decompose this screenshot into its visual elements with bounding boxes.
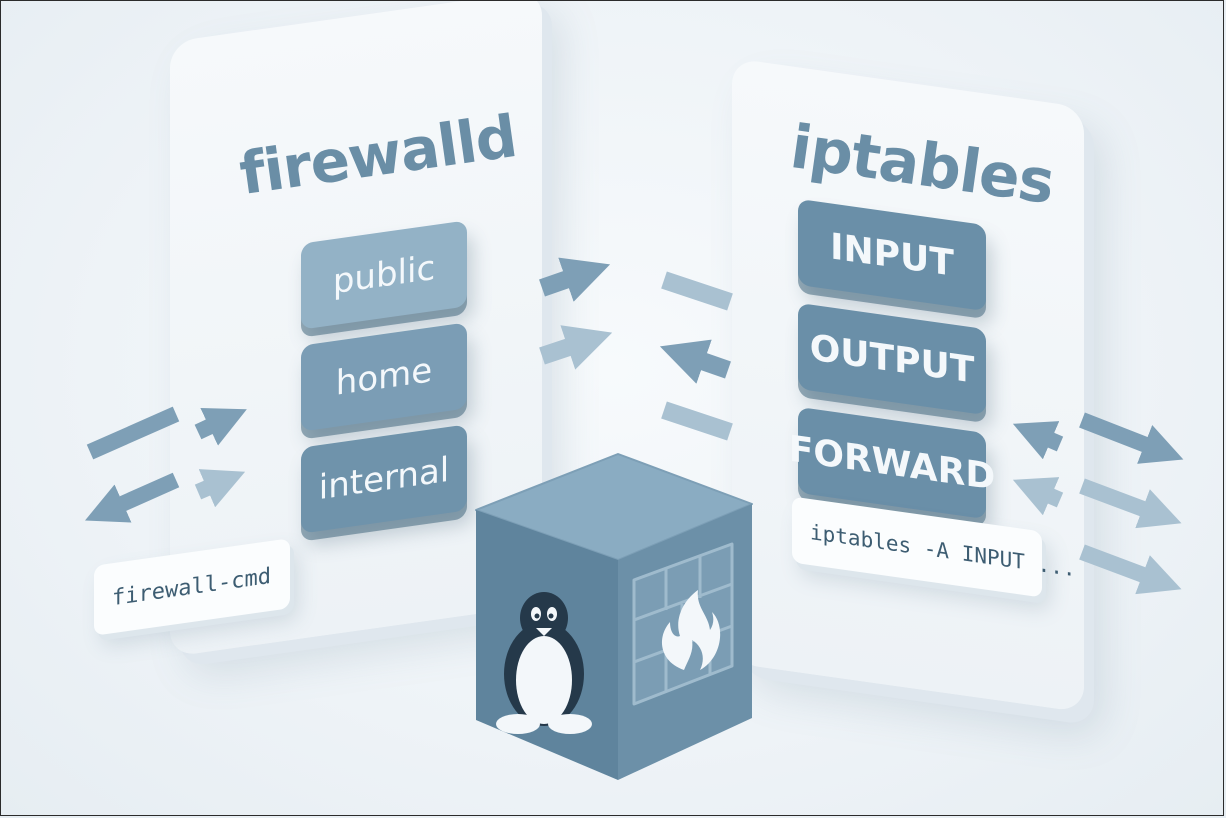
linux-penguin-icon [496, 592, 592, 734]
firewall-flame-icon [632, 542, 734, 706]
arrow-right-out-3 [1079, 544, 1182, 595]
chain-label: OUTPUT [809, 326, 975, 392]
arrow-right-out-1 [1079, 412, 1184, 464]
zone-label: home [335, 350, 433, 404]
command-text: firewall-cmd [112, 563, 271, 611]
arrow-center-right-2 [539, 325, 613, 370]
arrow-left-out [84, 472, 180, 523]
arrow-center-bar-1 [661, 271, 733, 311]
chain-label: FORWARD [788, 427, 996, 499]
arrow-center-left [659, 339, 731, 384]
zone-label: public [332, 247, 436, 303]
zone-label: internal [318, 449, 450, 509]
chain-label: INPUT [830, 225, 954, 285]
arrow-left-in [86, 406, 180, 460]
arrow-right-out-2 [1079, 478, 1182, 529]
arrow-center-bar-2 [661, 401, 733, 441]
linux-kernel-cube [475, 453, 753, 780]
arrow-center-right-1 [539, 257, 611, 302]
